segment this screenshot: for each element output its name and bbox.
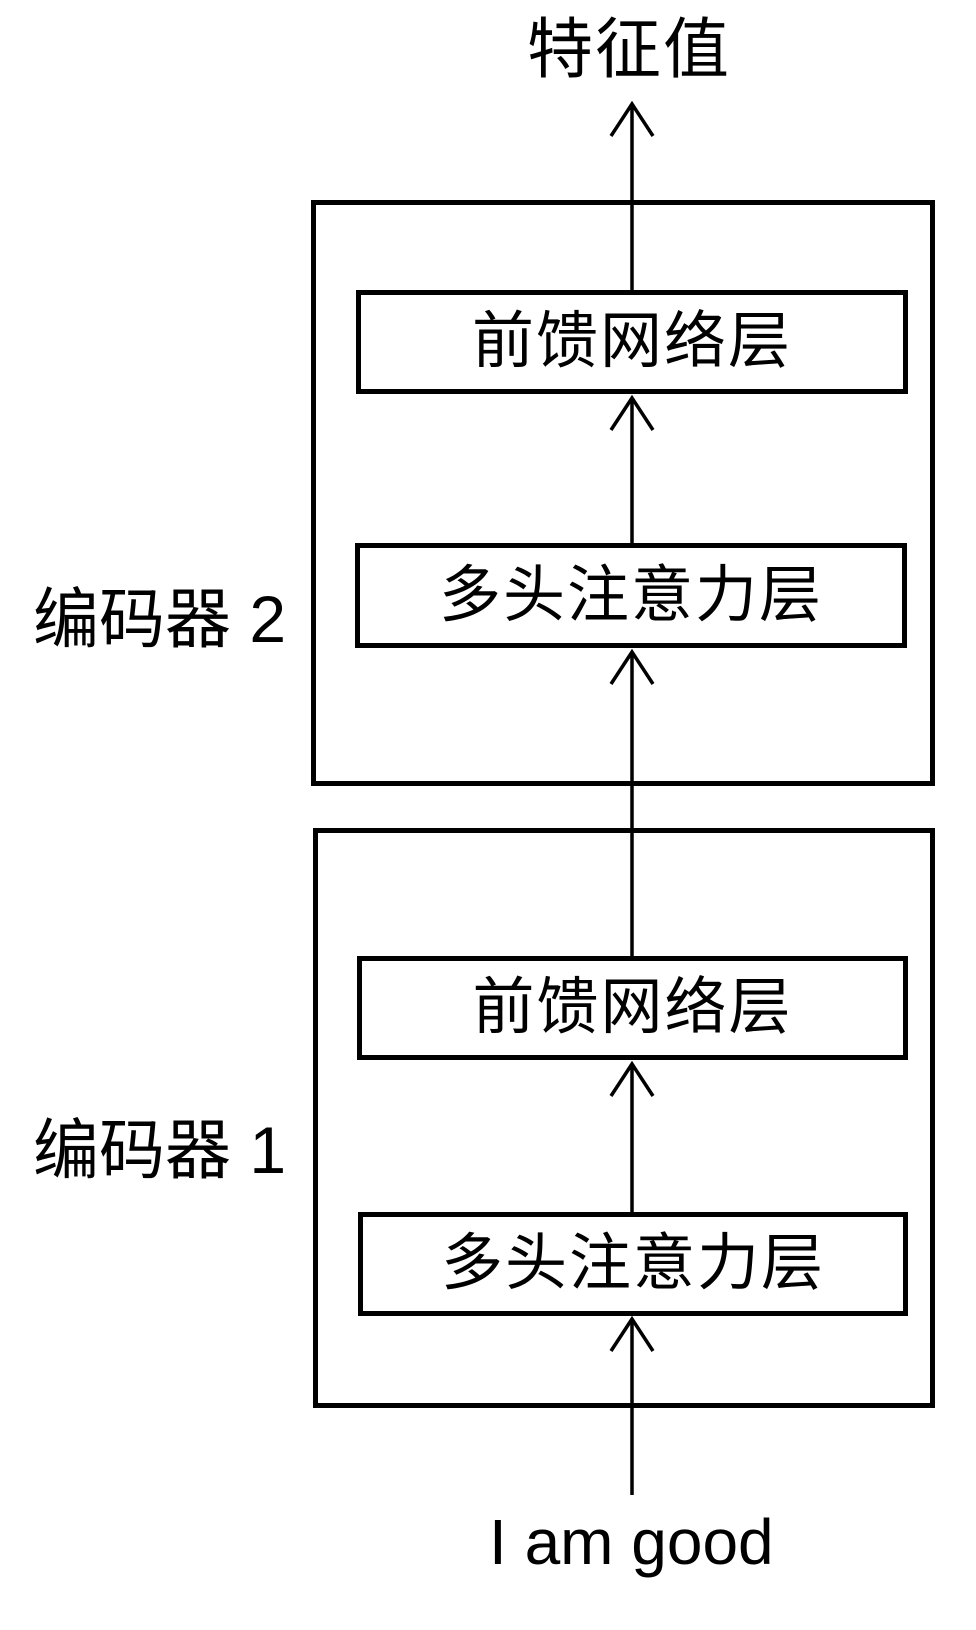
encoder-1-box: [313, 828, 935, 1408]
feed-forward-box-encoder2: 前馈网络层: [356, 290, 908, 394]
attention-label-encoder1: 多头注意力层: [440, 1229, 825, 1298]
input-label: I am good: [489, 1506, 774, 1578]
feed-forward-label-encoder1: 前馈网络层: [472, 973, 793, 1042]
feed-forward-label-encoder2: 前馈网络层: [471, 307, 792, 376]
encoder-1-label: 编码器 1: [33, 1113, 287, 1187]
attention-box-encoder1: 多头注意力层: [358, 1212, 908, 1316]
output-label: 特征值: [527, 12, 731, 86]
feed-forward-box-encoder1: 前馈网络层: [357, 956, 908, 1060]
attention-label-encoder2: 多头注意力层: [438, 560, 823, 630]
encoder-2-label: 编码器 2: [33, 582, 287, 656]
encoder-2-box: [311, 200, 935, 786]
attention-box-encoder2: 多头注意力层: [355, 543, 907, 648]
